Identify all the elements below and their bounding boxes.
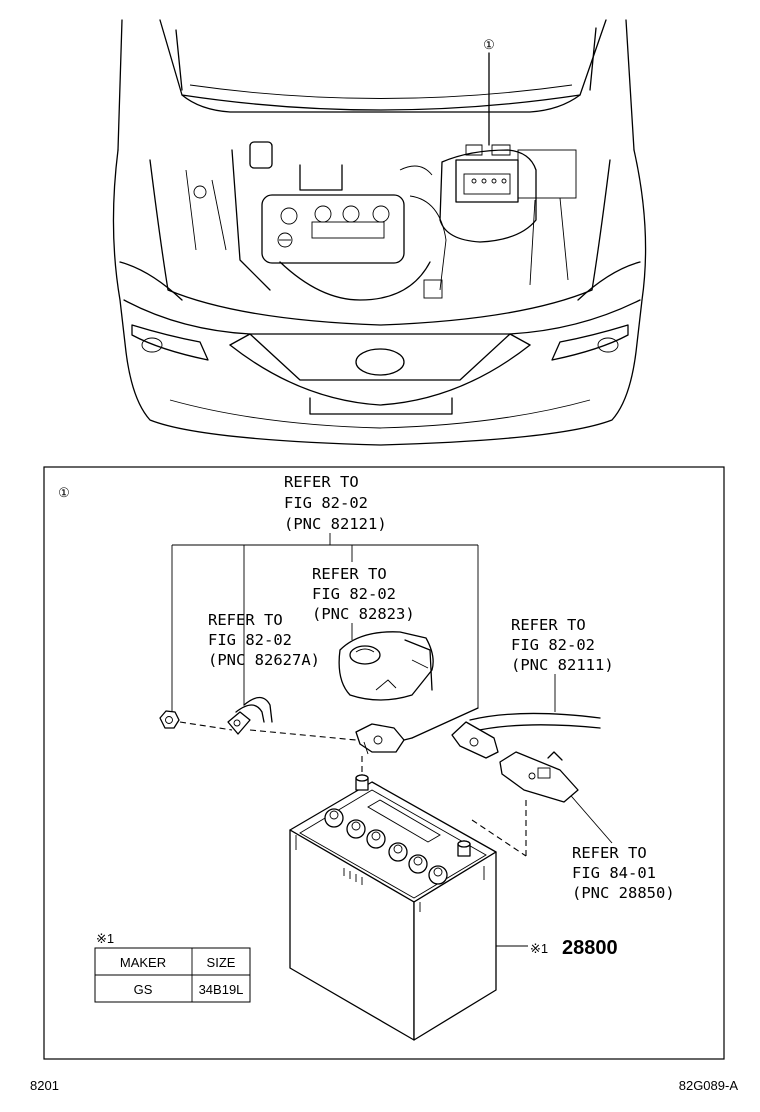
spec-table: ※1 MAKER SIZE GS 34B19L bbox=[94, 931, 251, 1003]
positive-terminal-part bbox=[355, 723, 413, 755]
ref-28850-line2: FIG 84-01 bbox=[572, 864, 656, 882]
part-number: 28800 bbox=[562, 937, 618, 959]
footer-left-code: 8201 bbox=[30, 1078, 59, 1093]
ref-82627a-line3: (PNC 82627A) bbox=[208, 651, 320, 669]
ref-label-82121: REFER TO FIG 82-02 (PNC 82121) bbox=[284, 473, 387, 533]
vehicle-front-illustration bbox=[112, 19, 647, 446]
part-mark: ※1 bbox=[530, 941, 548, 956]
ref-82627a-line2: FIG 82-02 bbox=[208, 631, 292, 649]
ref-82627a-line1: REFER TO bbox=[208, 611, 283, 629]
ref-82111-line3: (PNC 82111) bbox=[511, 656, 614, 674]
top-callout-number: ① bbox=[483, 37, 495, 52]
fusible-link-part bbox=[499, 751, 579, 803]
ref-82121-line1: REFER TO bbox=[284, 473, 359, 491]
nut-part bbox=[159, 710, 180, 729]
spec-header-size: SIZE bbox=[207, 955, 236, 970]
ref-82121-line2: FIG 82-02 bbox=[284, 494, 368, 512]
battery-part bbox=[289, 774, 497, 1041]
ref-label-28850: REFER TO FIG 84-01 (PNC 28850) bbox=[572, 844, 675, 902]
positive-cable-part bbox=[451, 712, 601, 759]
ref-82121-line3: (PNC 82121) bbox=[284, 515, 387, 533]
ref-82111-line1: REFER TO bbox=[511, 616, 586, 634]
spec-cell-maker: GS bbox=[134, 982, 153, 997]
footer-right-code: 82G089-A bbox=[679, 1078, 739, 1093]
ref-82823-line3: (PNC 82823) bbox=[312, 605, 415, 623]
detail-frame bbox=[43, 466, 725, 1060]
ref-28850-line1: REFER TO bbox=[572, 844, 647, 862]
terminal-cover-part bbox=[338, 631, 434, 701]
negative-cable-part bbox=[227, 696, 273, 735]
spec-header-maker: MAKER bbox=[120, 955, 166, 970]
ref-label-82823: REFER TO FIG 82-02 (PNC 82823) bbox=[312, 565, 415, 623]
ref-82823-line1: REFER TO bbox=[312, 565, 387, 583]
spec-cell-size: 34B19L bbox=[199, 982, 244, 997]
ref-label-82111: REFER TO FIG 82-02 (PNC 82111) bbox=[511, 616, 614, 674]
ref-82823-line2: FIG 82-02 bbox=[312, 585, 396, 603]
ref-82111-line2: FIG 82-02 bbox=[511, 636, 595, 654]
detail-callout-number: ① bbox=[58, 485, 70, 500]
ref-label-82627a: REFER TO FIG 82-02 (PNC 82627A) bbox=[208, 611, 320, 669]
ref-28850-line3: (PNC 28850) bbox=[572, 884, 675, 902]
spec-table-note: ※1 bbox=[96, 931, 114, 946]
